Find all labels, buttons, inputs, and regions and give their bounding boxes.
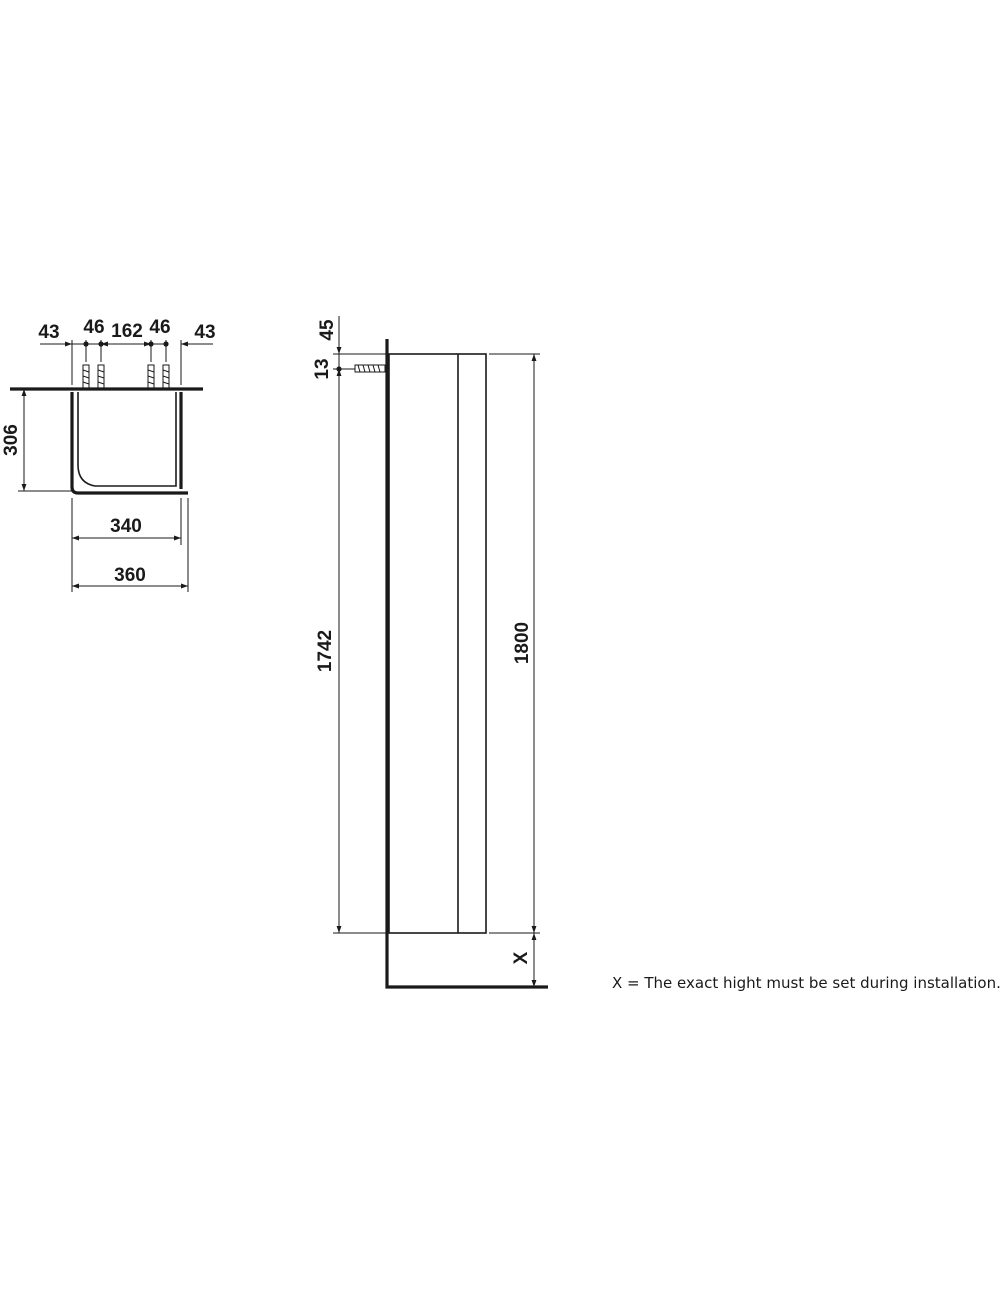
dim-1742: 1742 — [315, 630, 336, 672]
dim-360: 360 — [114, 565, 146, 586]
dim-43-right: 43 — [194, 322, 215, 343]
dim-340: 340 — [110, 516, 142, 537]
dim-1800: 1800 — [512, 622, 533, 664]
cabinet-body — [388, 353, 487, 934]
dim-13: 13 — [312, 358, 333, 379]
dim-162: 162 — [111, 321, 143, 342]
right-dimensions — [489, 353, 540, 987]
side-view: 45 13 1742 1800 X — [312, 316, 548, 989]
width-dimensions — [71, 498, 189, 592]
dim-306: 306 — [1, 424, 22, 456]
top-view-cabinet-side — [77, 392, 177, 487]
top-dimension-chain — [40, 340, 213, 385]
dim-45: 45 — [317, 319, 338, 341]
dim-x: X — [511, 951, 532, 964]
depth-dimension — [18, 388, 72, 492]
top-view-cabinet-outline — [70, 392, 188, 495]
top-view: 43 46 162 46 43 306 340 360 — [1, 317, 216, 592]
installation-note: X = The exact hight must be set during i… — [612, 974, 1000, 992]
wall-floor-line — [385, 339, 548, 989]
wall-anchor — [82, 364, 90, 390]
left-dimensions — [333, 316, 389, 934]
wall-anchors — [82, 364, 170, 390]
dim-46-right: 46 — [149, 317, 170, 338]
wall-anchor — [162, 364, 170, 390]
dim-43-left: 43 — [38, 322, 59, 343]
wall-anchor — [97, 364, 105, 390]
dim-46-left: 46 — [83, 317, 104, 338]
wall-anchor — [147, 364, 155, 390]
